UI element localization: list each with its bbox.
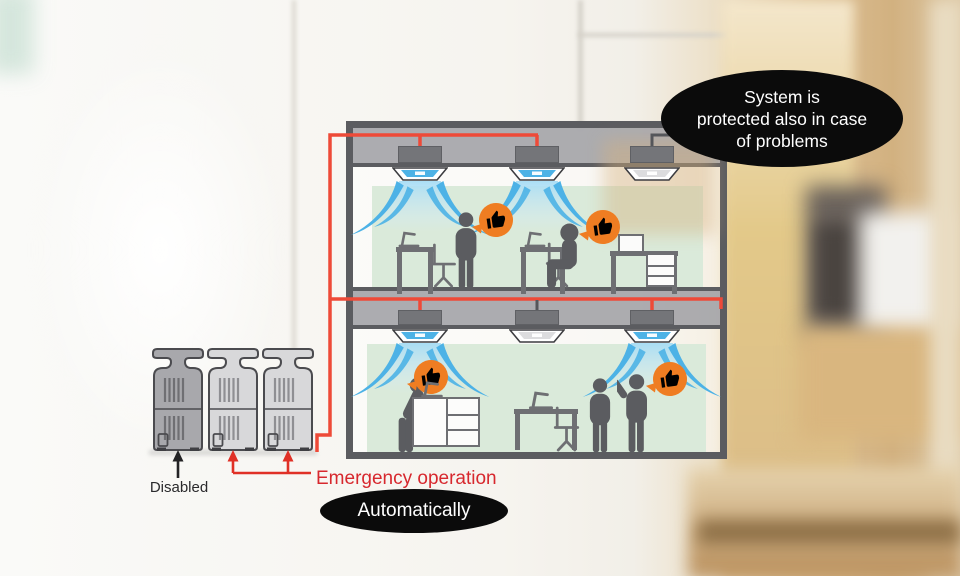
- protected-callout: System is protected also in case of prob…: [661, 70, 903, 167]
- cabinet-divider: [446, 399, 448, 445]
- unit-panel-icon: [392, 329, 448, 343]
- laptop: [528, 391, 554, 410]
- desk: [396, 247, 434, 294]
- background-window-frame: [292, 0, 296, 446]
- thumbs-up-icon: [592, 216, 614, 236]
- office-chair: [553, 406, 580, 452]
- unit-panel-icon: [509, 329, 565, 343]
- background-window-tint: [0, 0, 34, 74]
- desk: [514, 409, 578, 450]
- unit-plenum: [398, 146, 442, 163]
- unit-panel-icon: [624, 167, 680, 181]
- unit-plenum: [515, 310, 559, 325]
- automatically-callout: Automatically: [320, 489, 508, 533]
- outdoor-unit-disabled: [152, 348, 204, 451]
- automatically-callout-text: Automatically: [357, 500, 471, 521]
- thumbs-up-icon: [485, 209, 507, 229]
- outdoor-unit-emergency-1: [207, 348, 259, 451]
- emergency-operation-label: Emergency operation: [316, 468, 497, 489]
- unit-panel-icon: [624, 329, 680, 343]
- cabinet-desk: [412, 397, 480, 447]
- protected-callout-line: protected also in case: [696, 108, 868, 129]
- unit-panel-icon: [392, 167, 448, 181]
- ceiling-unit-lower-2-off: [509, 310, 565, 430]
- disabled-label: Disabled: [149, 479, 209, 496]
- background-floor-shadow: [698, 520, 960, 544]
- protected-callout-line: System is: [744, 86, 820, 107]
- ceiling-unit-upper-2-on: [467, 146, 607, 266]
- unit-plenum: [630, 310, 674, 325]
- unit-plenum: [630, 146, 674, 163]
- unit-panel-icon: [509, 167, 565, 181]
- outdoor-unit-emergency-2: [262, 348, 314, 451]
- protected-callout-line: of problems: [736, 130, 828, 151]
- ceiling-unit-lower-3-on: [582, 310, 722, 430]
- thumbs-up-icon: [659, 368, 681, 388]
- background-window-frame: [578, 33, 728, 37]
- person-sitting: [547, 223, 579, 288]
- unit-plenum: [398, 310, 442, 325]
- unit-plenum: [515, 146, 559, 163]
- laptop: [398, 231, 420, 248]
- ceiling-unit-lower-1-on: [350, 310, 490, 430]
- background-coffee-machine: [816, 224, 858, 316]
- ceiling-unit-upper-3-off: [624, 146, 680, 266]
- person-standing: [589, 378, 611, 453]
- background-window-frame: [578, 0, 583, 130]
- drawer-cabinet: [646, 253, 676, 287]
- laptop: [421, 381, 443, 398]
- desk: [520, 247, 566, 294]
- ceiling-unit-upper-1-on: [350, 146, 490, 266]
